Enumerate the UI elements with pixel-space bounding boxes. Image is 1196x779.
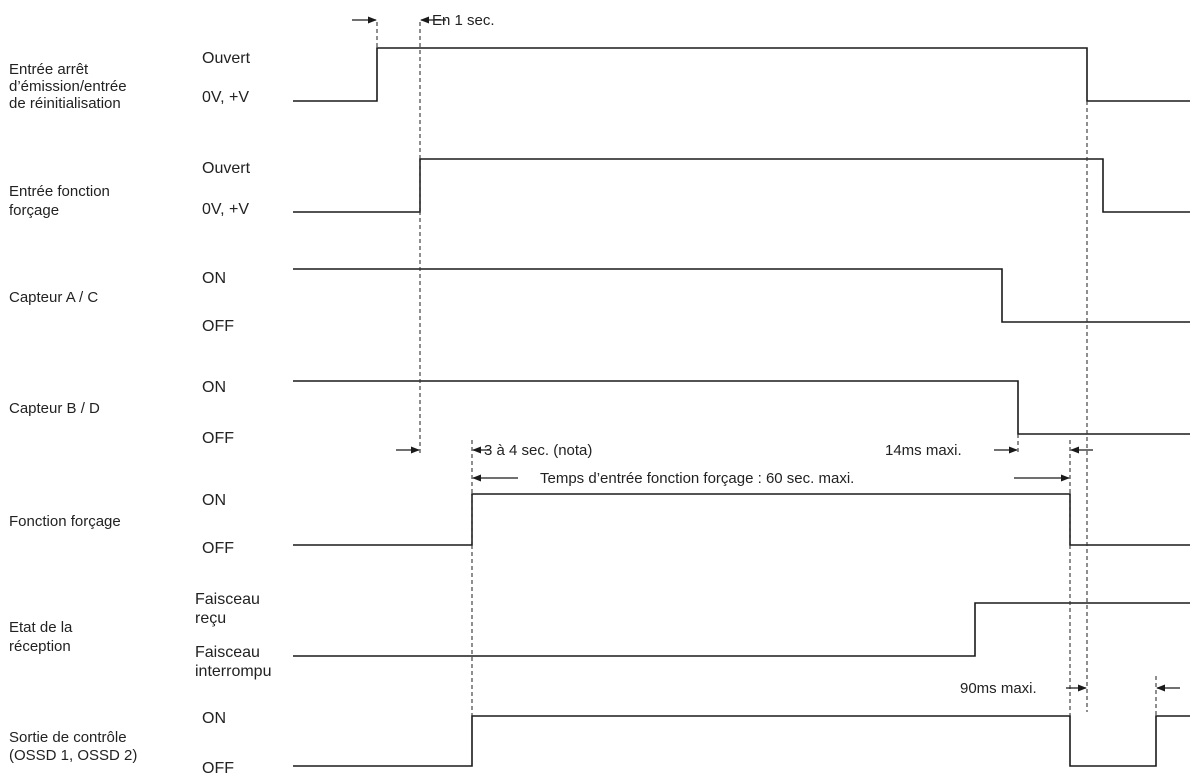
annotation-en-1-sec: En 1 sec. [432, 12, 495, 29]
state-capteur-bd-high: ON [202, 379, 226, 396]
state-entree-arret-low: 0V, +V [202, 89, 249, 106]
annotation-90ms: 90ms maxi. [960, 680, 1037, 697]
dimension-en-1-sec: En 1 sec. [352, 12, 495, 29]
state-sortie-controle-low: OFF [202, 760, 234, 777]
state-entree-forcage-low: 0V, +V [202, 201, 249, 218]
state-entree-forcage-high: Ouvert [202, 160, 251, 177]
state-capteur-ac-high: ON [202, 270, 226, 287]
label-etat-reception-line-2: réception [9, 638, 71, 655]
state-fonction-forcage-low: OFF [202, 540, 234, 557]
label-etat-reception-line-1: Etat de la [9, 619, 73, 636]
waveform-fonction-forcage [293, 493, 1190, 546]
label-entree-arret-line-2: d’émission/entrée [9, 78, 127, 95]
label-sortie-controle-line-2: (OSSD 1, OSSD 2) [9, 747, 137, 764]
label-entree-arret-line-3: de réinitialisation [9, 95, 121, 112]
waveform-entree-arret [293, 47, 1190, 102]
waveform-capteur-bd [293, 380, 1190, 435]
label-entree-forcage-line-2: forçage [9, 202, 59, 219]
state-etat-reception-low-line-2: interrompu [195, 663, 271, 680]
waveform-sortie-controle [293, 715, 1190, 767]
state-entree-arret-high: Ouvert [202, 50, 251, 67]
label-entree-forcage-line-1: Entrée fonction [9, 183, 110, 200]
state-capteur-ac-low: OFF [202, 318, 234, 335]
state-etat-reception-high: Faisceau reçu [195, 591, 264, 627]
state-etat-reception-high-line-1: Faisceau [195, 591, 260, 608]
annotation-3-a-4-sec: 3 à 4 sec. (nota) [484, 442, 592, 459]
dimension-90ms: 90ms maxi. [960, 680, 1180, 697]
label-etat-reception: Etat de la réception [9, 619, 77, 655]
dimension-3-a-4-sec: 3 à 4 sec. (nota) [396, 442, 592, 459]
waveform-etat-reception [293, 602, 1190, 657]
dimension-14ms: 14ms maxi. [885, 442, 1093, 459]
label-fonction-forcage: Fonction forçage [9, 513, 121, 530]
label-entree-forcage: Entrée fonction forçage [9, 183, 114, 219]
label-entree-arret-line-1: Entrée arrêt [9, 61, 89, 78]
dimension-temps-forcage: Temps d’entrée fonction forçage : 60 sec… [472, 470, 1070, 487]
state-capteur-bd-low: OFF [202, 430, 234, 447]
waveform-capteur-ac [293, 268, 1190, 323]
state-sortie-controle-high: ON [202, 710, 226, 727]
annotation-temps-forcage: Temps d’entrée fonction forçage : 60 sec… [540, 470, 854, 487]
label-capteur-bd: Capteur B / D [9, 400, 100, 417]
state-fonction-forcage-high: ON [202, 492, 226, 509]
waveform-entree-forcage [293, 158, 1190, 213]
label-sortie-controle-line-1: Sortie de contrôle [9, 729, 127, 746]
state-etat-reception-low-line-1: Faisceau [195, 644, 260, 661]
annotation-14ms: 14ms maxi. [885, 442, 962, 459]
label-capteur-ac: Capteur A / C [9, 289, 98, 306]
label-sortie-controle: Sortie de contrôle (OSSD 1, OSSD 2) [9, 729, 137, 764]
state-etat-reception-high-line-2: reçu [195, 610, 226, 627]
state-etat-reception-low: Faisceau interrompu [195, 644, 271, 680]
label-entree-arret: Entrée arrêt d’émission/entrée de réinit… [9, 61, 131, 112]
